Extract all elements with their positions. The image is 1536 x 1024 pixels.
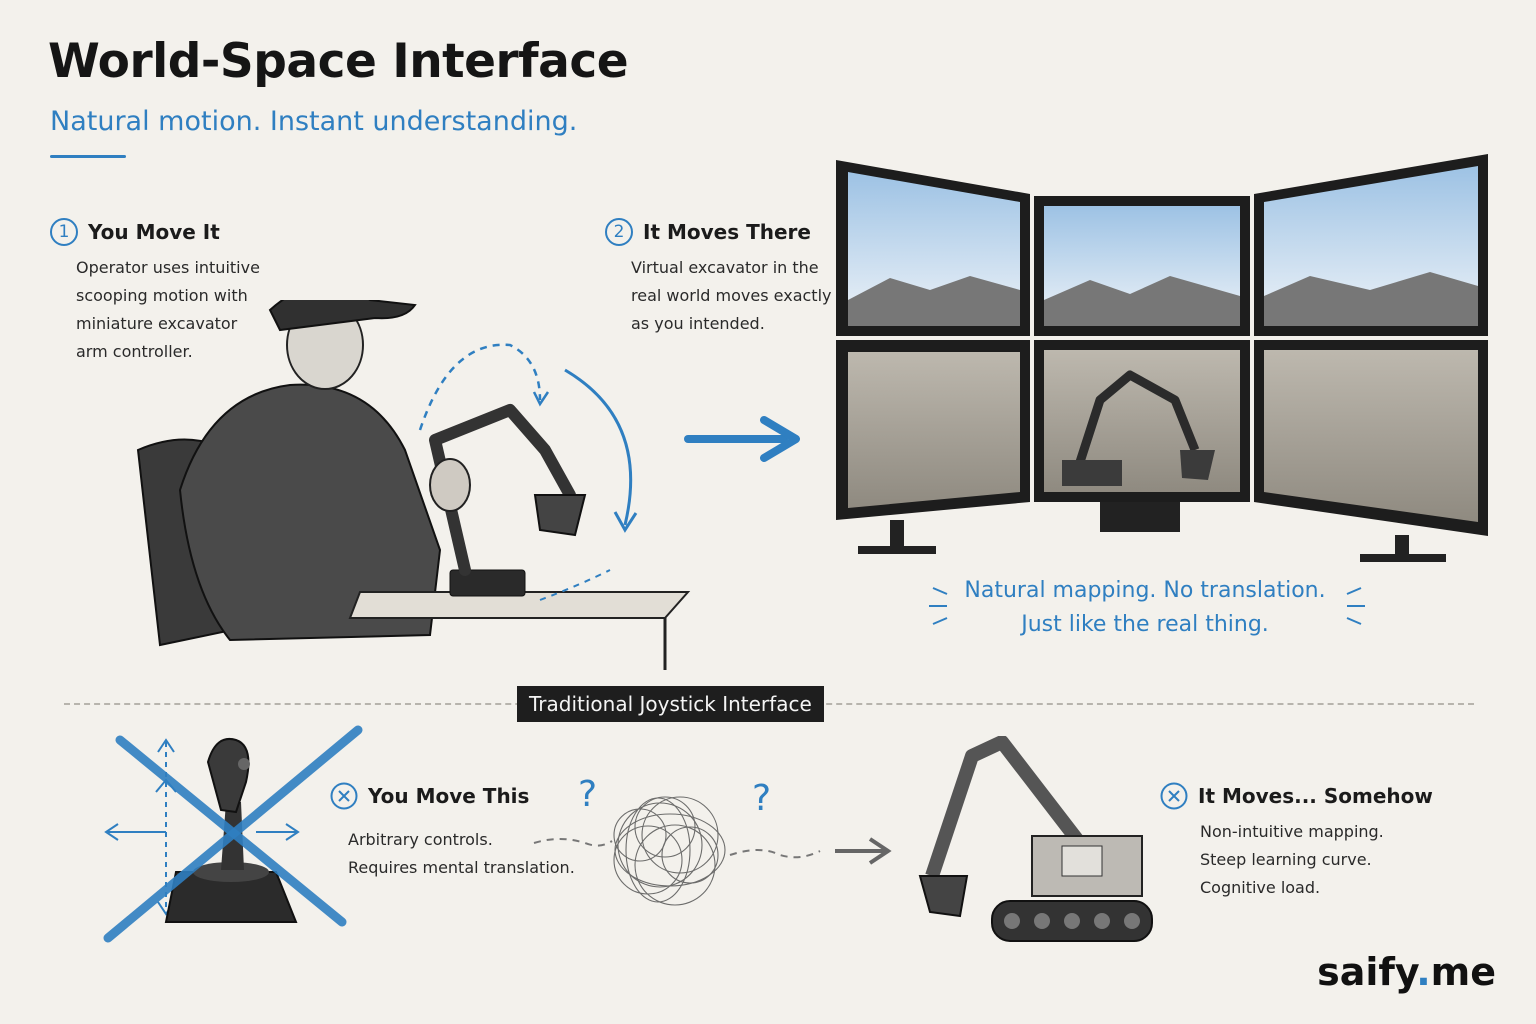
step-2-title: It Moves There: [643, 220, 811, 244]
step-1-line: Operator uses intuitive: [76, 258, 260, 277]
motion-arc-solid: [564, 368, 633, 526]
brand-tld: me: [1430, 950, 1496, 994]
it-moves-somehow-heading: It Moves... Somehow: [1160, 782, 1433, 810]
cap-icon: [268, 300, 417, 332]
step-1: 1 You Move It Operator uses intuitive sc…: [50, 218, 260, 366]
bucket-icon: [918, 875, 969, 918]
mapping-line-1: Natural mapping. No translation.: [964, 578, 1326, 603]
monitor-wall: [836, 154, 1488, 562]
controller-base: [449, 569, 526, 597]
circled-number-1-icon: 1: [50, 218, 78, 246]
mapping-accents: [929, 587, 1365, 625]
step-1-title: You Move It: [88, 220, 220, 244]
question-mark-right: ?: [752, 778, 772, 819]
step-2-description: Virtual excavator in the real world move…: [631, 254, 831, 338]
step-2: 2 It Moves There Virtual excavator in th…: [605, 218, 831, 338]
mapping-caption: Natural mapping. No translation. Just li…: [960, 574, 1330, 642]
excavator-illustration: [918, 736, 1153, 942]
it-moves-somehow-line: Steep learning curve.: [1200, 850, 1372, 869]
you-move-this: You Move This Arbitrary controls. Requir…: [330, 782, 575, 882]
subtitle-underline: [50, 155, 126, 158]
brand-dot: .: [1416, 950, 1431, 994]
scribble-icon: [613, 796, 726, 906]
step-1-line: scooping motion with: [76, 286, 248, 305]
motion-arc-dashed: [418, 343, 542, 431]
you-move-this-title: You Move This: [368, 784, 530, 808]
mapping-line-2: Just like the real thing.: [1021, 612, 1269, 637]
brand-logo: saify.me: [1317, 950, 1496, 994]
x-circle-icon: [330, 782, 358, 810]
you-move-this-heading: You Move This: [330, 782, 575, 810]
step-1-line: arm controller.: [76, 342, 193, 361]
page-title: World-Space Interface: [48, 34, 629, 89]
joystick-icon: [206, 738, 250, 814]
crossed-joystick: [103, 725, 363, 943]
excavator-boom: [925, 736, 1088, 879]
it-moves-somehow: It Moves... Somehow Non-intuitive mappin…: [1160, 782, 1433, 902]
step-2-line: real world moves exactly: [631, 286, 832, 305]
page-subtitle: Natural motion. Instant understanding.: [50, 106, 578, 137]
it-moves-somehow-line: Non-intuitive mapping.: [1200, 822, 1384, 841]
you-move-this-line: Arbitrary controls.: [348, 830, 493, 849]
it-moves-somehow-line: Cognitive load.: [1200, 878, 1321, 897]
it-moves-somehow-description: Non-intuitive mapping. Steep learning cu…: [1200, 818, 1433, 902]
it-moves-somehow-title: It Moves... Somehow: [1198, 784, 1433, 808]
circled-number-2-icon: 2: [605, 218, 633, 246]
arrow-right-icon: [684, 416, 800, 462]
operator-hand: [429, 458, 471, 512]
step-1-description: Operator uses intuitive scooping motion …: [76, 254, 260, 366]
x-circle-icon: [1160, 782, 1188, 810]
operator-body: [178, 383, 442, 642]
confusion-scribble: [533, 796, 892, 906]
operator-illustration: [136, 300, 691, 670]
you-move-this-line: Requires mental translation.: [348, 858, 575, 877]
step-1-line: miniature excavator: [76, 314, 238, 333]
screen-excavator-icon: [1075, 370, 1200, 464]
step-2-line: Virtual excavator in the: [631, 258, 819, 277]
step-2-heading: 2 It Moves There: [605, 218, 831, 246]
brand-name: saify: [1317, 950, 1417, 994]
you-move-this-description: Arbitrary controls. Requires mental tran…: [348, 826, 575, 882]
cross-out-line: [103, 725, 363, 943]
question-mark-left: ?: [578, 774, 598, 815]
step-2-line: as you intended.: [631, 314, 765, 333]
mini-bucket-icon: [533, 494, 587, 537]
divider-label-badge: Traditional Joystick Interface: [517, 686, 824, 722]
step-1-heading: 1 You Move It: [50, 218, 260, 246]
